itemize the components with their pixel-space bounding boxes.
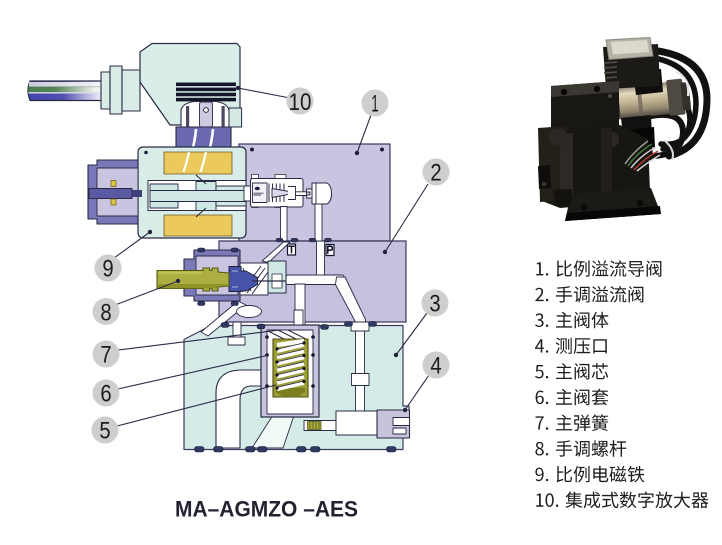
svg-text:3: 3 bbox=[429, 291, 440, 318]
svg-text:5: 5 bbox=[99, 418, 110, 445]
svg-text:9: 9 bbox=[102, 256, 113, 283]
svg-text:8: 8 bbox=[100, 300, 111, 327]
svg-text:4: 4 bbox=[430, 353, 441, 380]
svg-text:7: 7 bbox=[100, 342, 111, 369]
svg-text:MA–AGMZO –AES: MA–AGMZO –AES bbox=[175, 497, 358, 522]
svg-text:10: 10 bbox=[289, 89, 312, 116]
svg-text:6: 6 bbox=[100, 381, 111, 408]
svg-text:1: 1 bbox=[371, 91, 379, 118]
svg-text:2: 2 bbox=[430, 160, 441, 187]
